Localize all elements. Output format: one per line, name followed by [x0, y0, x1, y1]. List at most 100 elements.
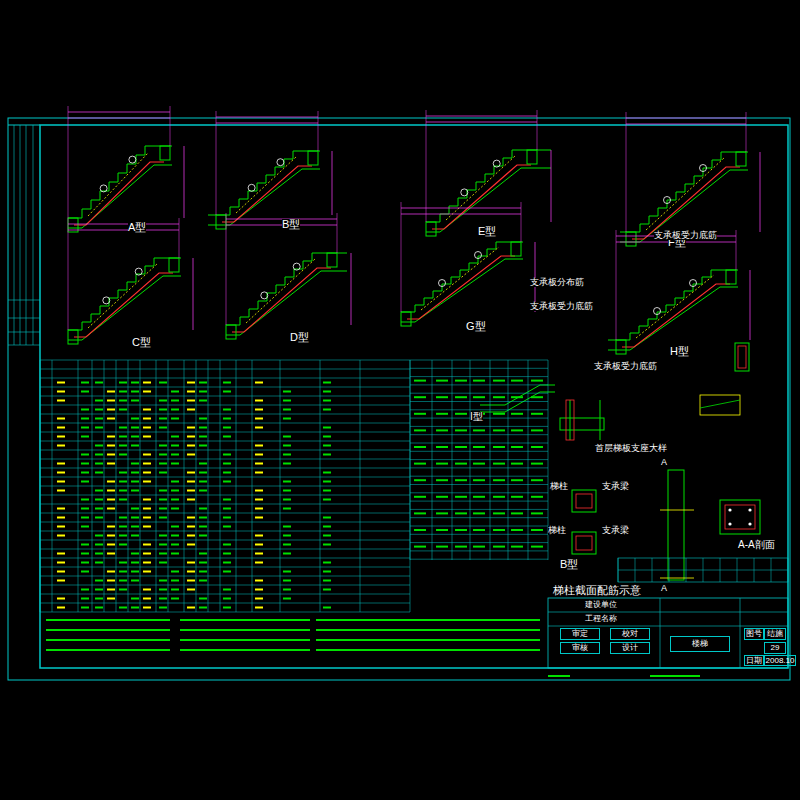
drawing-line	[531, 529, 543, 531]
drawing-line	[283, 436, 291, 438]
drawing-line	[316, 629, 540, 631]
drawing-line	[168, 360, 169, 612]
drawing-line	[410, 360, 411, 612]
drawing-line	[180, 629, 310, 631]
drawing-line	[414, 429, 426, 431]
drawing-line	[626, 112, 627, 232]
drawing-line	[143, 472, 151, 474]
drawing-label: 梯柱	[550, 482, 568, 491]
drawing-line	[410, 451, 548, 452]
drawing-line	[199, 418, 207, 420]
drawing-line	[187, 607, 195, 609]
stair-steps	[401, 242, 523, 312]
drawing-line	[143, 589, 151, 591]
drawing-line	[414, 529, 426, 531]
drawing-line	[323, 571, 331, 573]
drawing-line	[255, 472, 263, 474]
drawing-line	[216, 111, 217, 215]
drawing-label: G型	[466, 321, 486, 332]
drawing-line	[143, 481, 151, 483]
drawing-line	[107, 526, 115, 528]
drawing-line	[223, 517, 231, 519]
drawing-line	[193, 258, 194, 330]
drawing-line	[255, 508, 263, 510]
rebar-line	[236, 157, 296, 213]
drawing-line	[95, 472, 103, 474]
drawing-line	[131, 607, 139, 609]
drawing-line	[280, 360, 281, 612]
drawing-label: 支承板受力底筋	[654, 231, 717, 240]
drawing-line	[473, 463, 485, 465]
drawing-line	[223, 418, 231, 420]
drawing-line	[223, 526, 231, 528]
drawing-line	[760, 152, 761, 232]
drawing-line	[283, 535, 291, 537]
drawing-line	[436, 429, 448, 431]
drawing-line	[81, 571, 89, 573]
drawing-line	[414, 413, 426, 415]
drawing-line	[410, 384, 548, 385]
drawing-label: A-A剖面	[738, 540, 775, 550]
drawing-line	[226, 213, 227, 325]
drawing-line	[131, 436, 139, 438]
drawing-line	[57, 382, 65, 384]
drawing-line	[95, 409, 103, 411]
drawing-line	[548, 626, 788, 627]
support-beam	[169, 258, 179, 272]
drawing-line	[511, 463, 523, 465]
drawing-line	[131, 490, 139, 492]
drawing-line	[57, 598, 65, 600]
drawing-line	[493, 529, 505, 531]
stair-steps	[226, 253, 347, 325]
drawing-line	[159, 580, 167, 582]
drawing-line	[40, 522, 410, 523]
drawing-line	[470, 360, 471, 560]
drawing-line	[107, 499, 115, 501]
frame-rect	[572, 490, 596, 512]
drawing-line	[283, 571, 291, 573]
drawing-line	[414, 546, 426, 548]
drawing-line	[187, 571, 195, 573]
drawing-line	[323, 490, 331, 492]
slab-line	[68, 276, 181, 340]
drawing-line	[511, 546, 523, 548]
drawing-line	[199, 598, 207, 600]
drawing-line	[81, 472, 89, 474]
drawing-line	[107, 598, 115, 600]
drawing-label: 支承梁	[602, 526, 629, 535]
drawing-line	[40, 360, 410, 361]
drawing-line	[199, 391, 207, 393]
drawing-line	[455, 429, 467, 431]
drawing-line	[414, 512, 426, 514]
drawing-line	[223, 499, 231, 501]
drawing-line	[283, 463, 291, 465]
drawing-label: H型	[670, 346, 689, 357]
drawing-line	[171, 409, 179, 411]
drawing-line	[171, 508, 179, 510]
drawing-line	[255, 418, 263, 420]
drawing-line	[511, 496, 523, 498]
drawing-line	[410, 517, 548, 518]
drawing-line	[223, 454, 231, 456]
drawing-line	[531, 446, 543, 448]
drawing-line	[660, 598, 661, 668]
drawing-line	[81, 427, 89, 429]
drawing-line	[81, 382, 89, 384]
drawing-line	[184, 360, 185, 612]
drawing-line	[255, 463, 263, 465]
rebar-line	[646, 158, 724, 230]
drawing-line	[187, 535, 195, 537]
drawing-line	[410, 559, 548, 560]
drawing-line	[131, 472, 139, 474]
callout-circle	[664, 197, 671, 204]
title-cell: 楼梯	[670, 636, 730, 652]
drawing-line	[107, 481, 115, 483]
drawing-line	[511, 446, 523, 448]
title-cell: 结施	[764, 628, 786, 640]
drawing-line	[159, 499, 167, 501]
drawing-line	[159, 535, 167, 537]
drawing-line	[410, 368, 548, 369]
drawing-line	[660, 578, 694, 579]
drawing-line	[323, 400, 331, 402]
rebar-dot	[748, 508, 751, 511]
